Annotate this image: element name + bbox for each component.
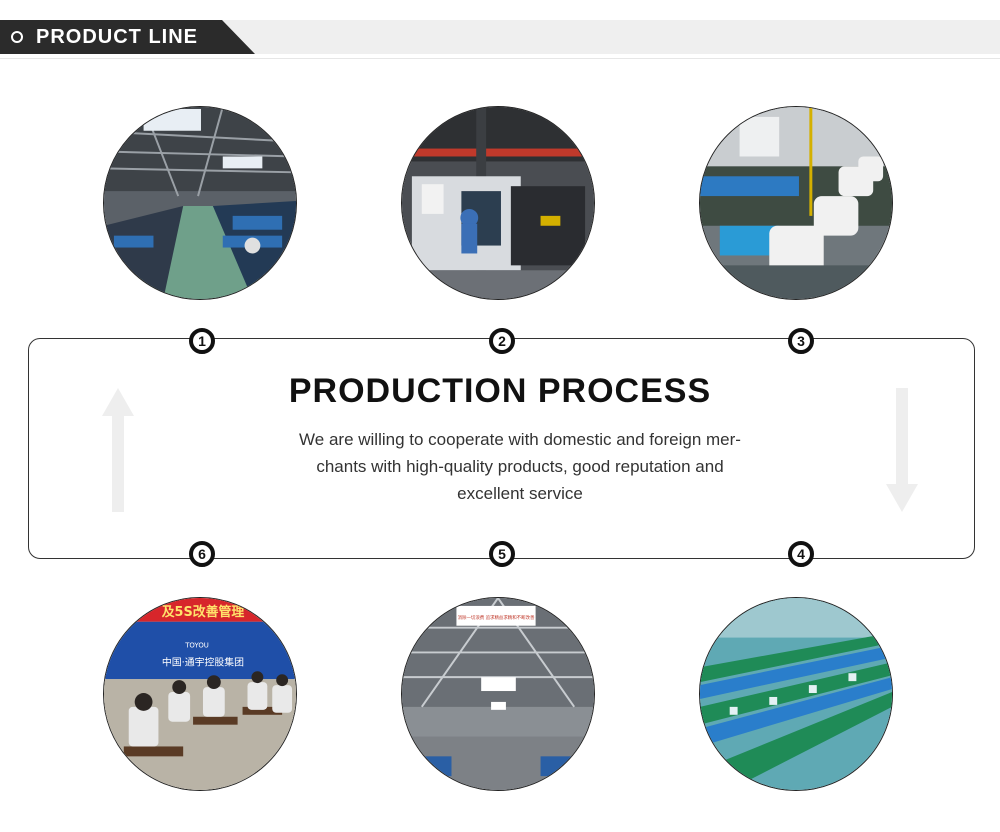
section-header: PRODUCT LINE bbox=[0, 20, 1000, 54]
step-number: 6 bbox=[193, 545, 211, 563]
step-number: 1 bbox=[193, 332, 211, 350]
photo-cnc-machining-center bbox=[401, 106, 595, 300]
header-divider bbox=[0, 58, 1000, 59]
step-number: 4 bbox=[792, 545, 810, 563]
description-line: excellent service bbox=[457, 484, 583, 503]
description-line: We are willing to cooperate with domesti… bbox=[299, 430, 741, 449]
step-badge-6: 6 bbox=[189, 541, 215, 567]
step-number: 3 bbox=[792, 332, 810, 350]
process-description: We are willing to cooperate with domesti… bbox=[270, 426, 770, 507]
step-badge-4: 4 bbox=[788, 541, 814, 567]
banner-text: 及5S改善管理 bbox=[162, 604, 245, 620]
photo-warehouse-hall: 消除一切浪费 追求精益求精和不断改善 bbox=[401, 597, 595, 791]
step-badge-1: 1 bbox=[189, 328, 215, 354]
step-badge-2: 2 bbox=[489, 328, 515, 354]
header-title-tab: PRODUCT LINE bbox=[0, 20, 255, 54]
step-number: 5 bbox=[493, 545, 511, 563]
arrow-down-icon bbox=[886, 388, 918, 512]
process-title: PRODUCTION PROCESS bbox=[288, 372, 712, 410]
photo-assembly-line bbox=[699, 597, 893, 791]
step-badge-3: 3 bbox=[788, 328, 814, 354]
photo-factory-workshop bbox=[103, 106, 297, 300]
warehouse-sign-text: 消除一切浪费 追求精益求精和不断改善 bbox=[458, 614, 535, 621]
logo-text: TOYOU bbox=[184, 641, 209, 649]
circle-bullet-icon bbox=[11, 31, 23, 43]
photo-sewing-machine-assembly bbox=[699, 106, 893, 300]
description-line: chants with high-quality products, good … bbox=[316, 457, 724, 476]
step-badge-5: 5 bbox=[489, 541, 515, 567]
step-number: 2 bbox=[493, 332, 511, 350]
section-title: PRODUCT LINE bbox=[36, 26, 198, 48]
photo-staff-meeting: 及5S改善管理 TOYOU 中国·通宇控股集团 bbox=[103, 597, 297, 791]
production-process-panel bbox=[28, 338, 975, 559]
arrow-up-icon bbox=[102, 388, 134, 512]
group-text: 中国·通宇控股集团 bbox=[162, 655, 244, 668]
